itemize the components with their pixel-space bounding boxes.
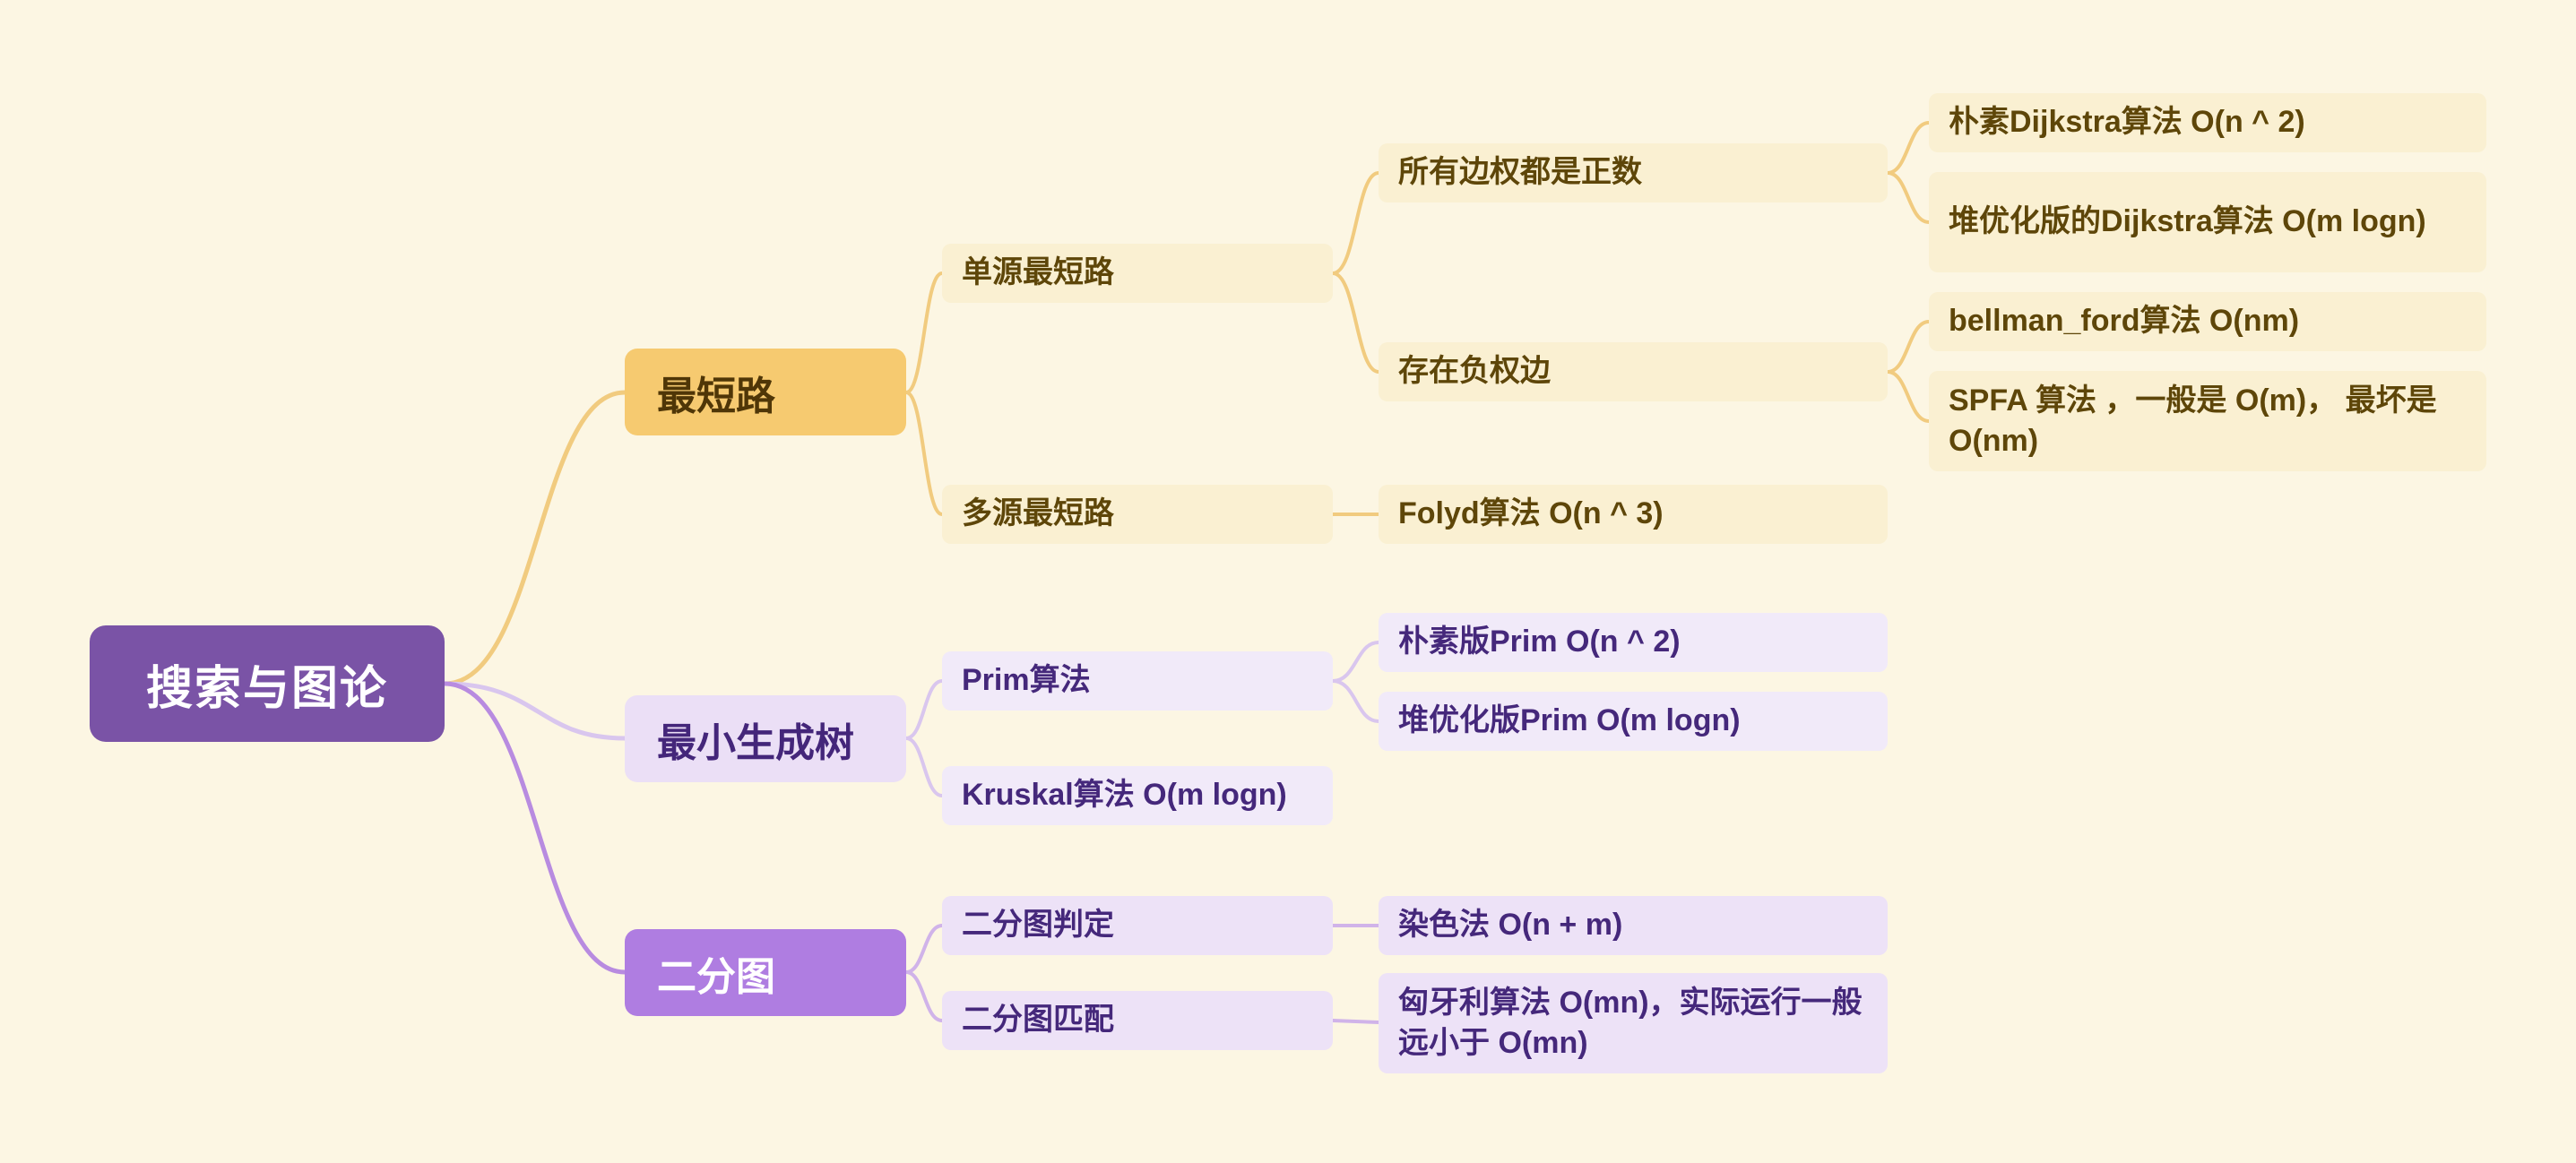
connector-root-to-bipartite: [442, 681, 627, 975]
branch-minimum-spanning-tree[interactable]: 最小生成树: [625, 695, 906, 782]
root-node[interactable]: 搜索与图论: [90, 625, 445, 742]
node-single-source-shortest-path[interactable]: 单源最短路: [942, 244, 1333, 303]
branch-shortest-path[interactable]: 最短路: [625, 349, 906, 435]
node-bellman-ford[interactable]: bellman_ford算法 O(nm): [1929, 292, 2486, 351]
branch-bipartite-graph[interactable]: 二分图: [625, 929, 906, 1016]
node-bipartite-matching[interactable]: 二分图匹配: [942, 991, 1333, 1050]
connector-single-source-to-positive: [1331, 171, 1380, 275]
connector-shortest-to-single-source: [904, 271, 944, 394]
connector-prim-to-heap-prim: [1331, 679, 1380, 723]
node-heap-optimized-dijkstra[interactable]: 堆优化版的Dijkstra算法 O(m logn): [1929, 172, 2486, 272]
connector-shortest-to-multi-source: [904, 391, 944, 516]
node-kruskal[interactable]: Kruskal算法 O(m logn): [942, 766, 1333, 825]
node-spfa[interactable]: SPFA 算法 ，一般是 O(m)， 最坏是 O(nm): [1929, 371, 2486, 471]
connector-mst-to-kruskal: [904, 737, 944, 797]
node-naive-prim[interactable]: 朴素版Prim O(n ^ 2): [1379, 613, 1888, 672]
connector-prim-to-naive-prim: [1331, 641, 1380, 683]
node-naive-dijkstra[interactable]: 朴素Dijkstra算法 O(n ^ 2): [1929, 93, 2486, 152]
connector-negative-to-bellman-ford: [1886, 320, 1931, 374]
connector-root-to-shortest-path: [442, 390, 627, 686]
node-hungarian-algorithm[interactable]: 匈牙利算法 O(mn)，实际运行一般远小于 O(mn): [1379, 973, 1888, 1073]
node-coloring-method[interactable]: 染色法 O(n + m): [1379, 896, 1888, 955]
connector-negative-to-spfa: [1886, 370, 1931, 423]
node-bipartite-check[interactable]: 二分图判定: [942, 896, 1333, 955]
connector-bipartite-to-matching: [904, 970, 944, 1022]
node-multi-source-shortest-path[interactable]: 多源最短路: [942, 485, 1333, 544]
connector-matching-to-hungarian: [1331, 1019, 1380, 1024]
node-negative-edge-weights[interactable]: 存在负权边: [1379, 342, 1888, 401]
node-floyd[interactable]: Folyd算法 O(n ^ 3): [1379, 485, 1888, 544]
connector-single-source-to-negative: [1331, 271, 1380, 374]
connector-mst-to-prim: [904, 679, 944, 740]
connector-positive-to-naive-dijkstra: [1886, 121, 1931, 175]
connector-root-to-mst: [442, 681, 627, 741]
node-heap-optimized-prim[interactable]: 堆优化版Prim O(m logn): [1379, 692, 1888, 751]
connector-positive-to-heap-dijkstra: [1886, 171, 1931, 224]
node-prim[interactable]: Prim算法: [942, 651, 1333, 711]
node-positive-edge-weights[interactable]: 所有边权都是正数: [1379, 143, 1888, 202]
connector-bipartite-to-check: [904, 924, 944, 974]
